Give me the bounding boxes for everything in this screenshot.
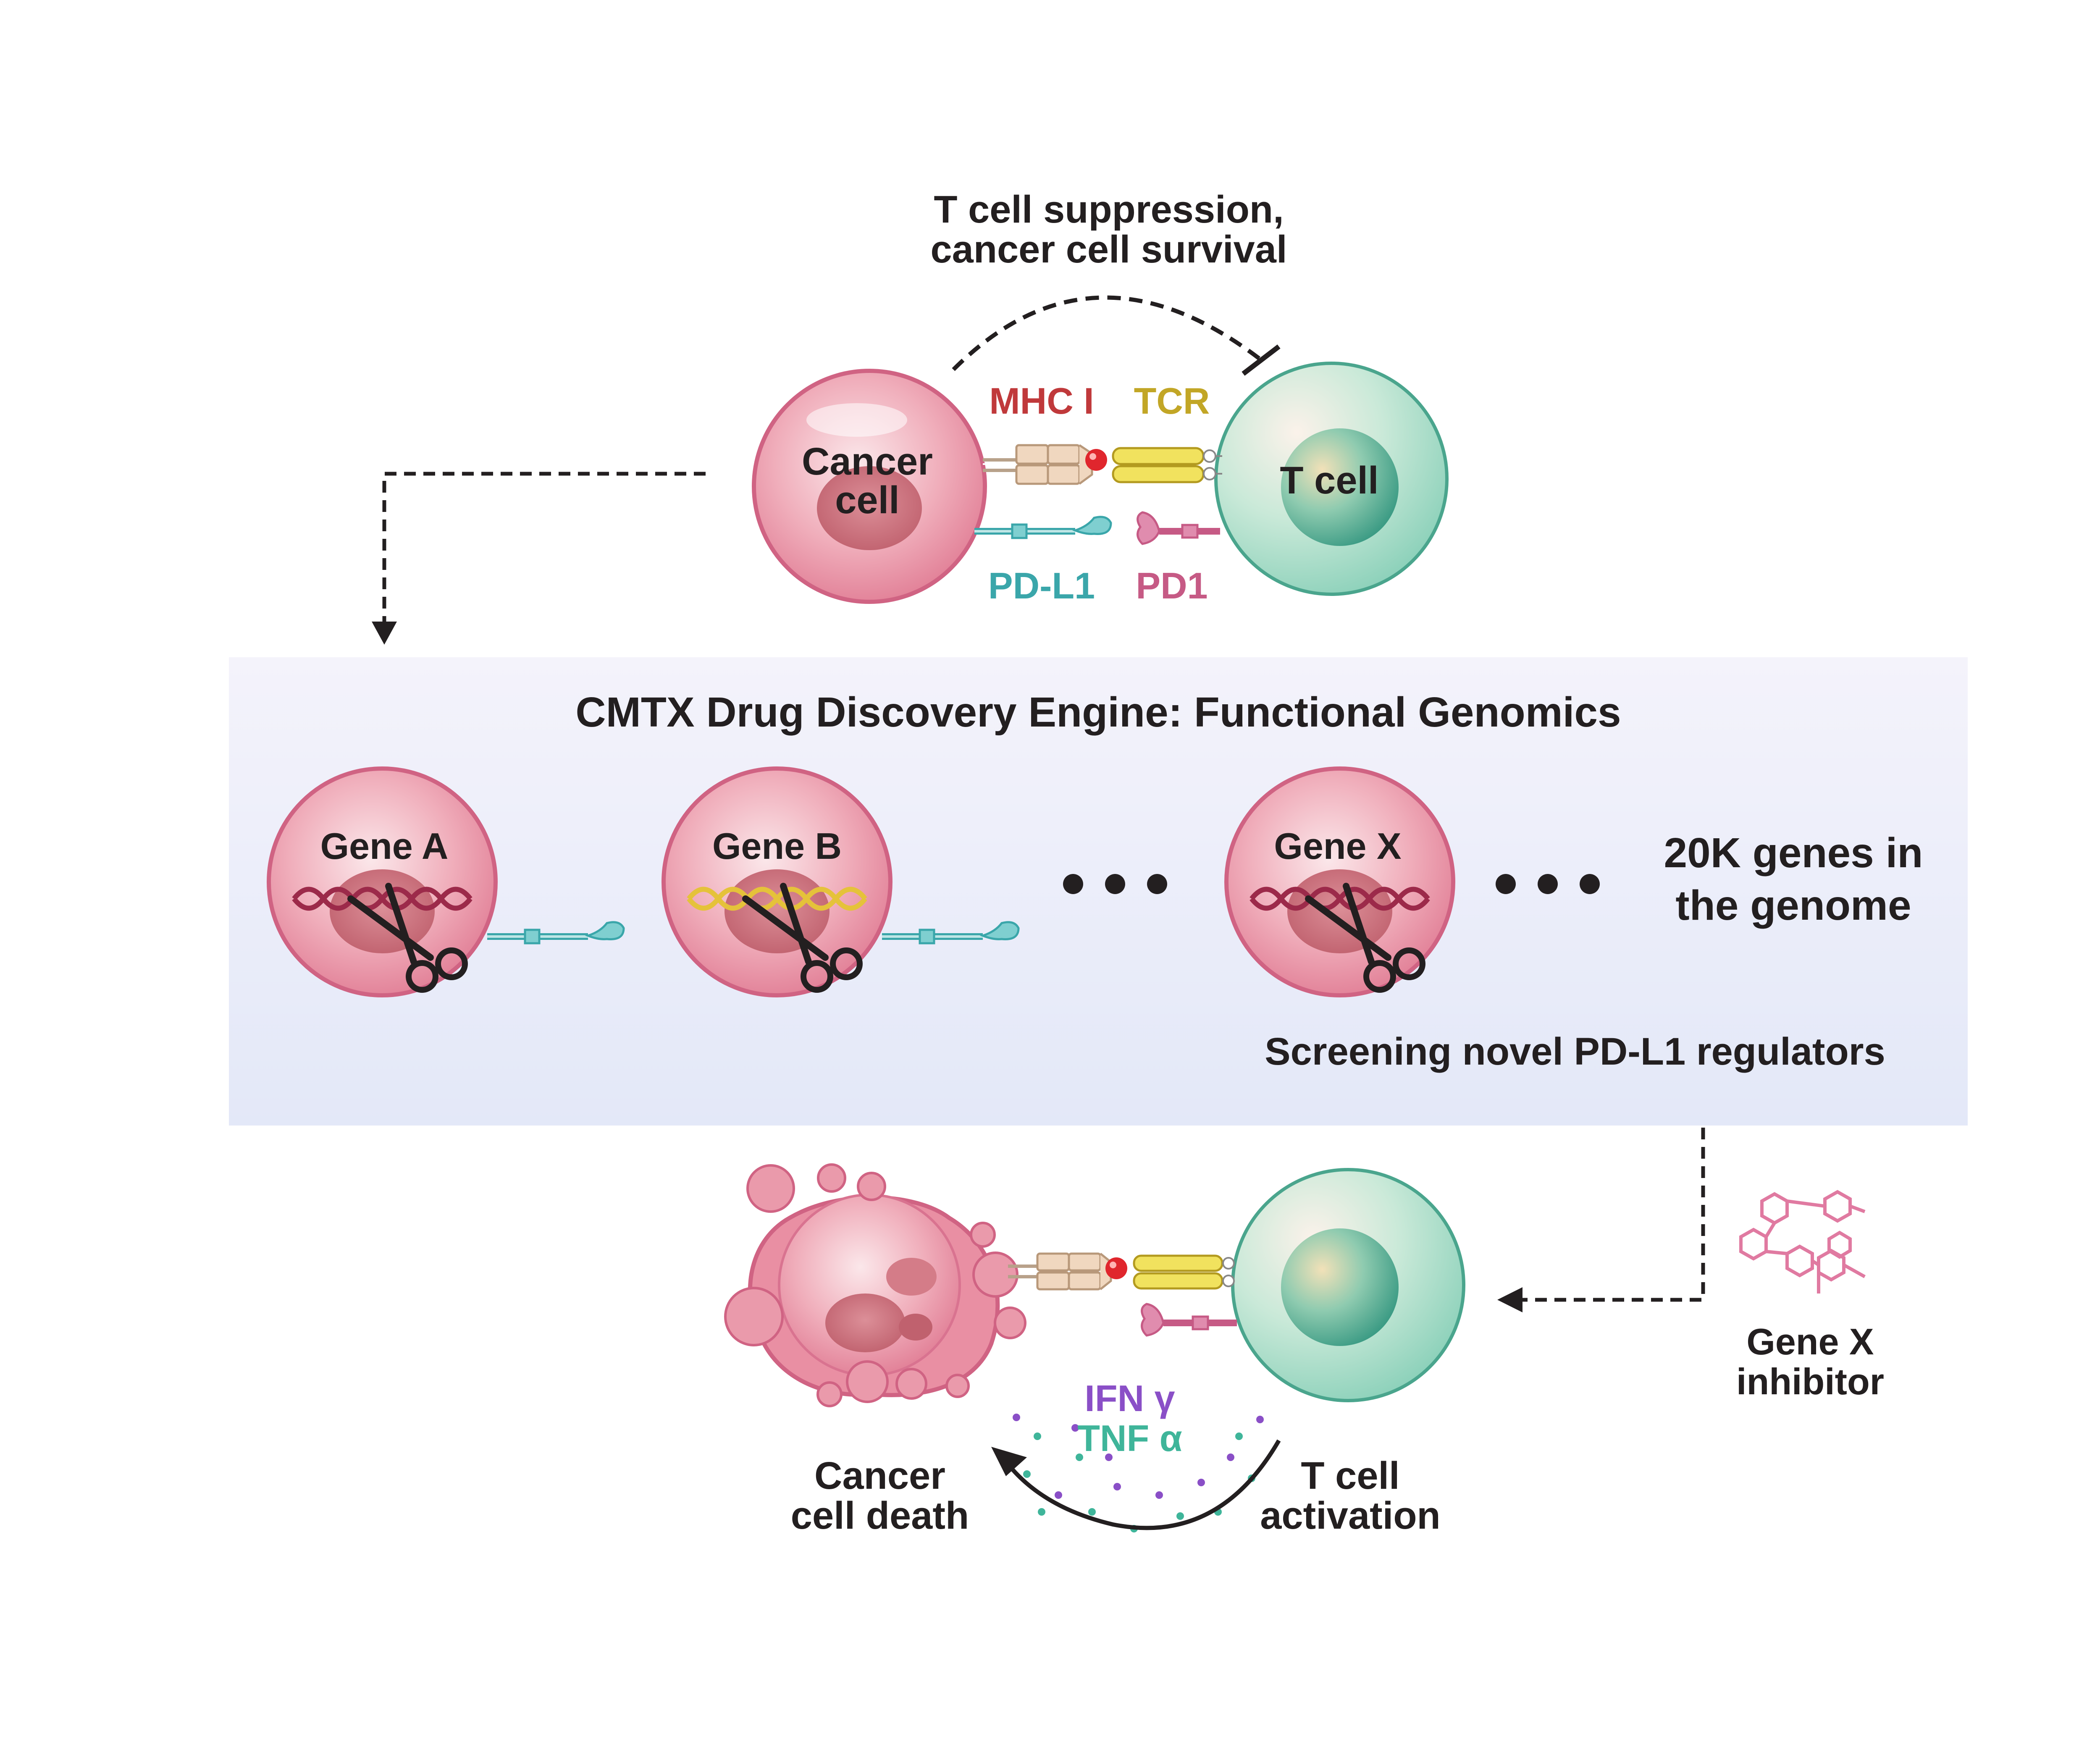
cancer-cell-label-line1: Cancer [802, 440, 933, 483]
top-tcr-complex [1112, 447, 1222, 483]
death-label-line1: Cancer [814, 1454, 945, 1497]
death-label-line2: cell death [791, 1494, 969, 1537]
top-pd1-receptor [1137, 511, 1220, 545]
engine-title: CMTX Drug Discovery Engine: Functional G… [575, 689, 1621, 736]
bottom-t-cell [1231, 1168, 1465, 1402]
gene-b-label: Gene B [712, 825, 842, 867]
top-pdl1-receptor [974, 517, 1111, 538]
t-cell-label: T cell [1280, 459, 1378, 502]
suppression-inhibitor-bar [1242, 344, 1281, 376]
gene-a-cell: Gene A [267, 766, 498, 997]
genome-label-line1: 20K genes in [1664, 829, 1923, 876]
activation-arrowhead [991, 1447, 1027, 1476]
top-to-panel-arrowhead [372, 622, 397, 645]
activation-label-line1: T cell [1301, 1454, 1399, 1497]
top-to-panel-connector [382, 472, 706, 626]
activation-arrow [1004, 1439, 1281, 1530]
engine-panel [229, 657, 1968, 1126]
cancer-cell-label-line2: cell [835, 479, 899, 522]
ellipsis-2 [1496, 874, 1600, 894]
gene-x-cell: Gene X [1224, 766, 1455, 997]
panel-to-bottom-connector [1520, 1128, 1705, 1302]
bottom-tcr-complex [1133, 1254, 1235, 1290]
top-cancer-cell: Cancer cell [752, 369, 987, 604]
panel-to-bottom-arrowhead [1497, 1287, 1522, 1312]
ellipsis-1 [1063, 874, 1167, 894]
gene-a-label: Gene A [320, 825, 449, 867]
pdl1-label: PD-L1 [988, 565, 1095, 606]
top-t-cell: T cell [1214, 362, 1449, 596]
inhibitor-label-line2: inhibitor [1736, 1361, 1884, 1402]
activation-label-line2: activation [1260, 1494, 1440, 1537]
gene-b-cell: Gene B [662, 766, 892, 997]
inhibitor-molecule-icon [1739, 1190, 1866, 1293]
gene-x-label: Gene X [1274, 825, 1401, 867]
bottom-mhc-complex [1008, 1252, 1127, 1291]
ifn-label: IFN γ [1084, 1377, 1175, 1419]
bottom-pd1-receptor [1141, 1303, 1237, 1337]
top-mhc-complex [983, 444, 1107, 485]
bottom-dying-cancer-cell [724, 1163, 1026, 1407]
genome-label-line2: the genome [1675, 882, 1911, 929]
pd1-label: PD1 [1136, 565, 1208, 606]
tnf-label: TNF α [1077, 1417, 1182, 1459]
tcr-label: TCR [1134, 380, 1210, 422]
arc-label-line1: T cell suppression, [934, 188, 1284, 231]
mhc-label: MHC I [989, 380, 1094, 422]
suppression-arc [952, 295, 1262, 371]
inhibitor-label-line1: Gene X [1746, 1321, 1874, 1362]
arc-label-line2: cancer cell survival [930, 228, 1287, 271]
screening-label: Screening novel PD-L1 regulators [1265, 1030, 1885, 1073]
